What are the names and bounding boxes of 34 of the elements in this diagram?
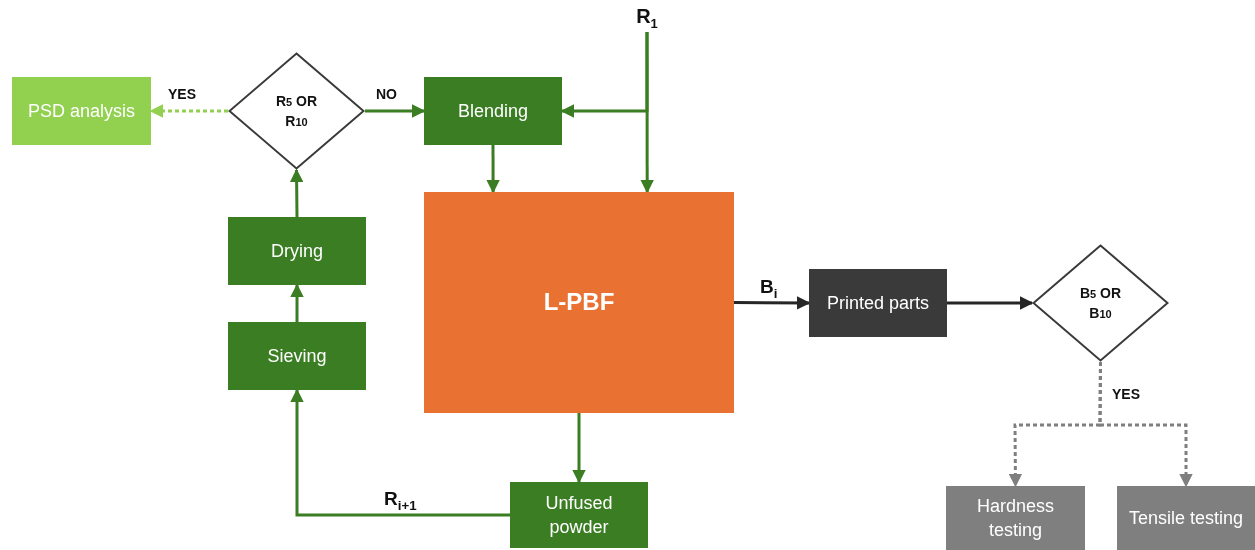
input-label: R$_{1}$	[636, 5, 658, 31]
process-box	[228, 322, 366, 390]
process-box	[424, 192, 734, 413]
box-label: PSD analysis	[27, 99, 135, 123]
box-label: Blending	[457, 99, 529, 123]
box-label: Drying	[271, 239, 323, 263]
arrow	[289, 168, 304, 217]
process-box	[12, 77, 151, 145]
arrow	[290, 283, 304, 322]
arrow	[290, 388, 510, 517]
box-label: Printed parts	[826, 291, 930, 315]
edge-label: YES	[1110, 386, 1142, 402]
process-box	[510, 482, 648, 548]
decision-diamond	[228, 52, 365, 170]
dashed-arrow	[1098, 362, 1193, 488]
edge-label: YES	[166, 86, 198, 102]
process-box	[1117, 486, 1255, 550]
arrow	[572, 413, 586, 484]
box-label: Tensile testing	[1128, 506, 1244, 530]
box-label: L-PBF	[543, 287, 615, 318]
box-label: Sieving	[267, 344, 327, 368]
arrow	[947, 296, 1034, 310]
edge-label: NO	[374, 86, 399, 102]
process-box	[424, 77, 562, 145]
box-label: Hardness testing	[975, 494, 1055, 542]
process-box	[946, 486, 1085, 550]
process-box	[228, 217, 366, 285]
arrow	[365, 104, 426, 118]
box-label: Unfused powder	[544, 491, 614, 539]
arrow	[486, 145, 500, 194]
process-box	[809, 269, 947, 337]
arrow	[734, 296, 811, 310]
arrow	[640, 32, 654, 194]
decision-diamond	[1032, 244, 1169, 362]
